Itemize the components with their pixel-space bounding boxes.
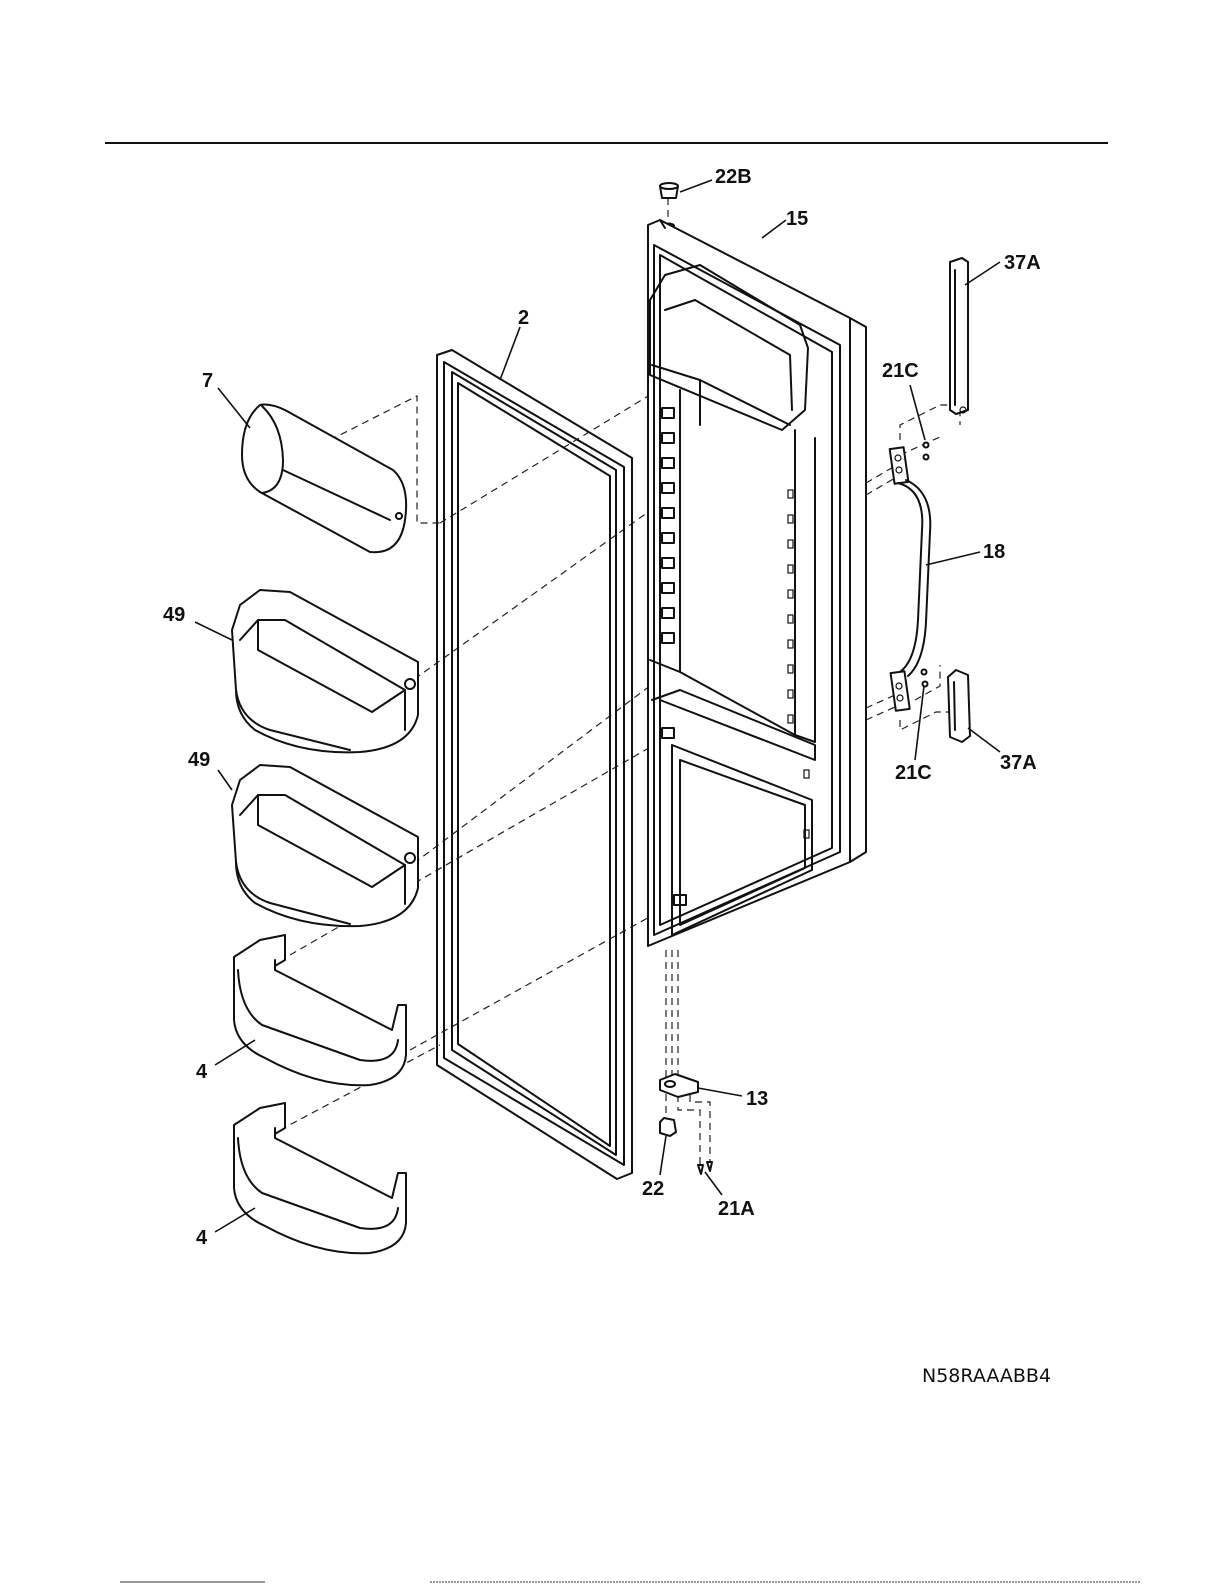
callout-21c-top: 21C: [882, 360, 919, 382]
callout-37a-bottom: 37A: [1000, 752, 1037, 774]
part-13-hinge: [660, 1074, 698, 1097]
callout-37a-top: 37A: [1004, 252, 1041, 274]
callout-4-upper: 4: [196, 1061, 208, 1083]
part-7-dairy-door: [242, 405, 406, 553]
callout-13: 13: [746, 1088, 768, 1110]
part-15-door: [648, 220, 866, 946]
diagram-code: N58RAAABB4: [922, 1365, 1051, 1387]
part-37a-cover-bottom: [948, 670, 970, 742]
callout-21a: 21A: [718, 1198, 755, 1220]
part-4-shelf-lower: [234, 1103, 406, 1253]
callout-22: 22: [642, 1178, 664, 1200]
callout-49-lower: 49: [188, 749, 210, 771]
callout-22b: 22B: [715, 166, 752, 188]
callout-49-upper: 49: [163, 604, 185, 626]
part-2-gasket: [437, 350, 632, 1179]
callout-18: 18: [983, 541, 1005, 563]
callout-2: 2: [518, 307, 529, 329]
callout-4-lower: 4: [196, 1227, 208, 1249]
callout-7: 7: [202, 370, 213, 392]
part-49-bin-lower: [232, 765, 418, 926]
part-49-bin-upper: [232, 590, 418, 752]
part-37a-cover-top: [950, 258, 968, 414]
part-22-bushing: [660, 1118, 676, 1136]
callout-15: 15: [786, 208, 808, 230]
part-4-shelf-upper: [234, 935, 406, 1085]
callout-21c-bottom: 21C: [895, 762, 932, 784]
